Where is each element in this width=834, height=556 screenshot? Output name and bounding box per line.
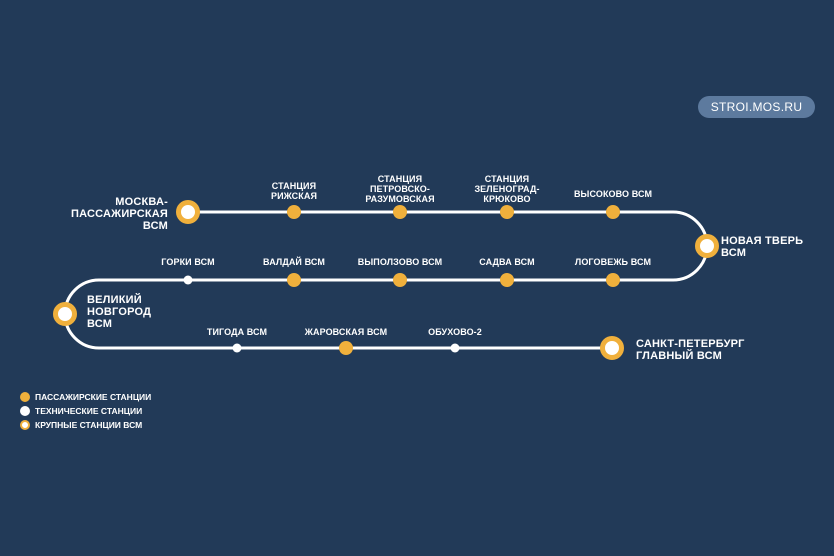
- station-label-zharovskaya: Жаровская ВСМ: [304, 327, 388, 337]
- station-label-vypolzovo: Выползово ВСМ: [357, 257, 443, 267]
- passenger-station-marker-rizhskaya: [287, 205, 301, 219]
- major-station-marker-spb: [600, 336, 624, 360]
- legend-label: Крупные станции ВСМ: [35, 420, 143, 430]
- station-label-zelenograd: Станция Зеленоград- Крюково: [474, 174, 540, 204]
- passenger-station-marker-sadva: [500, 273, 514, 287]
- legend-label: Технические станции: [35, 406, 143, 416]
- station-label-petrovsko: Станция Петровско- Разумовская: [365, 174, 435, 204]
- station-label-vysokovo: Высоково ВСМ: [573, 189, 653, 199]
- major-station-marker-novgorod: [53, 302, 77, 326]
- station-label-gorki: Горки ВСМ: [161, 257, 215, 267]
- technical-station-icon: [20, 406, 30, 416]
- passenger-station-marker-vysokovo: [606, 205, 620, 219]
- passenger-station-marker-petrovsko: [393, 205, 407, 219]
- station-label-spb: Санкт-Петербург Главный ВСМ: [636, 338, 745, 362]
- legend-item-major: Крупные станции ВСМ: [20, 418, 151, 432]
- major-station-icon: [20, 420, 30, 430]
- major-station-marker-tver: [695, 234, 719, 258]
- legend: Пассажирские станции Технические станции…: [20, 390, 151, 432]
- station-label-moskva: Москва- пассажирская ВСМ: [71, 196, 168, 232]
- passenger-station-marker-zharovskaya: [339, 341, 353, 355]
- station-label-tigoda: Тигода ВСМ: [206, 327, 268, 337]
- source-badge[interactable]: STROI.MOS.RU: [698, 96, 815, 118]
- station-label-sadva: Садва ВСМ: [479, 257, 535, 267]
- technical-station-marker-tigoda: [232, 343, 242, 353]
- route-line: [63, 210, 709, 350]
- legend-label: Пассажирские станции: [35, 392, 152, 402]
- station-label-novgorod: Великий Новгород ВСМ: [87, 294, 152, 330]
- passenger-station-marker-zelenograd: [500, 205, 514, 219]
- legend-item-passenger: Пассажирские станции: [20, 390, 151, 404]
- passenger-station-marker-vypolzovo: [393, 273, 407, 287]
- station-label-rizhskaya: Станция Рижская: [270, 181, 318, 201]
- station-label-tver: Новая Тверь ВСМ: [721, 235, 804, 259]
- passenger-station-marker-logovezh: [606, 273, 620, 287]
- station-label-valday: Валдай ВСМ: [263, 257, 325, 267]
- technical-station-marker-gorki: [183, 275, 193, 285]
- station-label-logovezh: Логовежь ВСМ: [574, 257, 652, 267]
- passenger-station-marker-valday: [287, 273, 301, 287]
- passenger-station-icon: [20, 392, 30, 402]
- technical-station-marker-obukhovo: [450, 343, 460, 353]
- legend-item-technical: Технические станции: [20, 404, 151, 418]
- station-label-obukhovo: Обухово-2: [428, 327, 482, 337]
- major-station-marker-moskva: [176, 200, 200, 224]
